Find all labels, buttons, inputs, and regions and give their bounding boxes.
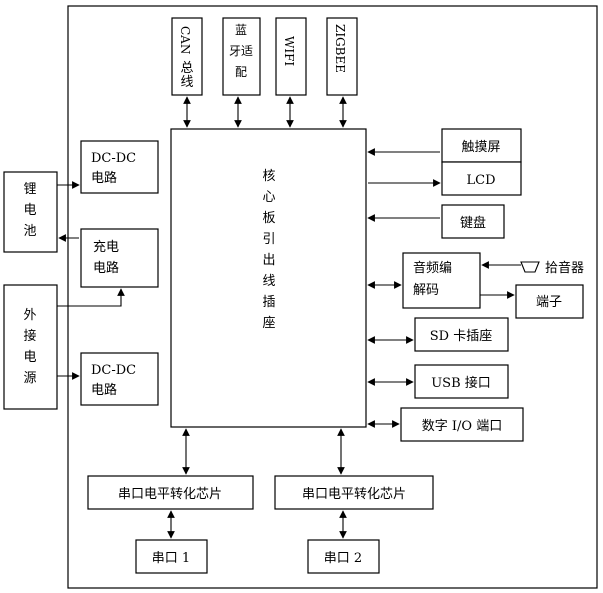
battery-box: 锂电池 [3,171,58,253]
top-module-bluetooth: 蓝 牙适 配 [222,17,261,96]
dcdc-top-box: DC-DC 电路 [80,140,159,194]
top-module-wifi: WIFI [275,17,307,96]
arrow-power-charge [57,288,125,307]
zigbee-label: ZIGBEE [333,24,347,73]
microphone-label: 拾音器 [545,260,584,276]
codec-line2: 解码 [413,283,439,298]
serial-converter-1: 串口电平转化芯片 [87,475,254,510]
microphone-icon [520,261,540,273]
external-power-label: 外接电源 [23,308,36,386]
sd-slot-box: SD 卡插座 [414,317,509,352]
serial-converter-2: 串口电平转化芯片 [274,475,434,510]
digital-io-box: 数字 I/O 端口 [400,407,524,442]
usb-label: USB 接口 [431,375,491,391]
digital-io-label: 数字 I/O 端口 [422,419,502,434]
top-module-can: CAN 总线 [171,17,203,96]
terminal-label: 端子 [536,295,562,310]
can-label: CAN [178,26,192,54]
dcdc-bottom-line2: 电路 [91,382,117,398]
audio-codec-box: 音频编 解码 [402,252,481,309]
dcdc-bottom-box: DC-DC 电路 [80,352,159,406]
lcd-box: LCD [441,161,522,196]
serial-converter-2-label: 串口电平转化芯片 [302,487,406,502]
serial-converter-1-label: 串口电平转化芯片 [118,487,222,502]
charge-line2: 电路 [93,260,119,276]
wifi-label: WIFI [282,36,296,66]
keyboard-label: 键盘 [460,215,486,231]
core-board-label: 核心板引出线插座 [262,169,275,331]
bluetooth-label-1: 蓝 [235,23,247,37]
bluetooth-label-2: 牙适 [229,44,253,58]
serial-port-2-label: 串口 2 [324,551,362,566]
terminal-box: 端子 [515,284,584,319]
charge-line1: 充电 [93,239,119,255]
usb-box: USB 接口 [414,364,509,399]
core-board: 核心板引出线插座 [170,128,367,428]
touchscreen-label: 触摸屏 [461,140,500,155]
top-module-zigbee: ZIGBEE [326,17,358,96]
touchscreen-box: 触摸屏 [441,128,522,163]
external-power-box: 外接电源 [3,284,58,410]
can-bus-label: 总线 [180,61,193,90]
battery-label: 锂电池 [23,182,36,239]
dcdc-top-line2: 电路 [91,170,117,186]
serial-port-1: 串口 1 [135,539,208,574]
dcdc-top-line1: DC-DC [91,151,136,166]
microphone: 拾音器 [520,260,584,276]
keyboard-box: 键盘 [441,204,505,239]
dcdc-bottom-line1: DC-DC [91,363,136,378]
charge-box: 充电 电路 [80,228,159,288]
serial-port-1-label: 串口 1 [152,551,190,566]
lcd-label: LCD [466,173,495,188]
sd-slot-label: SD 卡插座 [430,329,492,344]
serial-port-2: 串口 2 [307,539,380,574]
codec-line1: 音频编 [413,260,452,276]
bluetooth-label-3: 配 [235,65,247,79]
